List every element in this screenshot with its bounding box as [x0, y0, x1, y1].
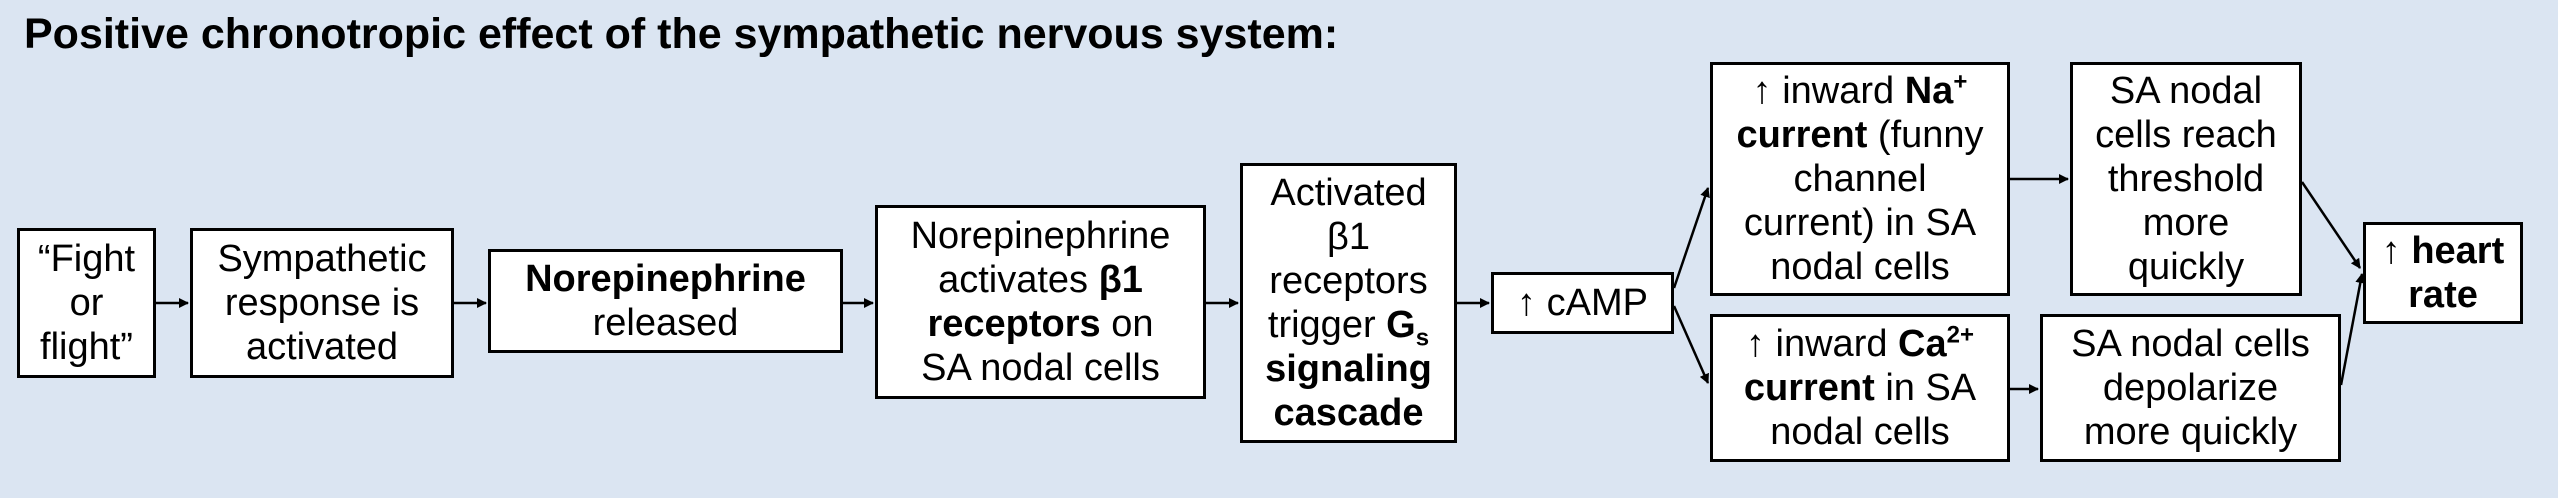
node-camp: ↑ cAMP: [1491, 272, 1674, 334]
arrow-depol-to-hr: [2339, 273, 2366, 386]
node-reach-threshold: SA nodal cells reach threshold more quic…: [2070, 62, 2302, 296]
node-neb1-text: activates: [938, 259, 1099, 301]
node-b1-line4: trigger Gs: [1267, 303, 1429, 350]
diagram-title: Positive chronotropic effect of the symp…: [24, 10, 1339, 58]
node-symp-line2: response is: [224, 282, 420, 324]
node-norepinephrine-released: Norepinephrine released: [488, 249, 843, 353]
node-depolarize-quickly: SA nodal cells depolarize more quickly: [2040, 314, 2341, 462]
node-hr-line2: rate: [2408, 273, 2478, 317]
node-fight-or-flight: “Fight or flight”: [17, 228, 156, 378]
node-inward-ca-current: ↑ inward Ca2+ current in SA nodal cells: [1710, 314, 2010, 462]
node-ne-line1: Norepinephrine: [525, 257, 806, 301]
node-b1-line5: signaling: [1265, 347, 1432, 391]
node-na-funny: (funny: [1867, 114, 1984, 156]
node-ca-line2: current in SA: [1744, 366, 1976, 410]
node-hr-rate: rate: [2408, 274, 2478, 316]
node-ca-in-sa: in SA: [1874, 367, 1977, 409]
node-neb1-beta1: β1: [1098, 259, 1143, 301]
node-hr-heart: heart: [2411, 230, 2505, 272]
node-na-line5: nodal cells: [1770, 246, 1950, 288]
node-symp-line1: Sympathetic: [217, 238, 427, 280]
node-fight-line3: flight”: [40, 326, 133, 368]
node-ne-activates-b1: Norepinephrine activates β1 receptors on…: [875, 205, 1206, 399]
node-heart-rate: ↑ heart rate: [2363, 222, 2523, 324]
node-symp-line3: activated: [245, 326, 399, 368]
node-b1-trigger: trigger: [1267, 304, 1387, 346]
node-neb1-on: on: [1100, 303, 1154, 345]
node-na-line1: ↑ inward Na+: [1753, 69, 1968, 113]
arrow-camp-to-na: [1672, 187, 1710, 289]
node-depol-line2: depolarize: [2102, 367, 2279, 409]
node-b1-line3: receptors: [1269, 260, 1428, 302]
node-b1-g: G: [1386, 304, 1416, 346]
node-sympathetic-response: Sympathetic response is activated: [190, 228, 454, 378]
node-na-line2: current (funny: [1736, 113, 1983, 157]
node-thresh-line1: SA nodal: [2109, 70, 2263, 112]
node-fight-line1: “Fight: [37, 238, 136, 280]
arrow-thresh-to-hr: [2300, 181, 2362, 269]
node-na-current: current: [1736, 114, 1868, 156]
node-ca-text: ↑ inward: [1745, 323, 1899, 365]
node-fight-line2: or: [69, 282, 104, 324]
node-thresh-line2: cells reach: [2095, 114, 2277, 156]
node-neb1-line2: activates β1: [938, 258, 1143, 302]
node-thresh-line5: quickly: [2127, 246, 2245, 288]
node-hr-line1: ↑ heart: [2382, 229, 2504, 273]
node-thresh-line4: more: [2142, 202, 2230, 244]
node-b1-subscript-s: s: [1415, 324, 1430, 352]
node-b1-line1: Activated: [1270, 172, 1427, 214]
node-depol-line3: more quickly: [2083, 411, 2298, 453]
node-thresh-line3: threshold: [2107, 158, 2265, 200]
node-neb1-line1: Norepinephrine: [910, 215, 1171, 257]
node-ca-charge: 2+: [1946, 321, 1974, 349]
node-b1-line6: cascade: [1273, 391, 1423, 435]
node-na-ion: Na: [1904, 70, 1954, 112]
node-depol-line1: SA nodal cells: [2071, 323, 2310, 365]
node-inward-na-current: ↑ inward Na+ current (funny channel curr…: [1710, 62, 2010, 296]
node-ca-line3: nodal cells: [1770, 411, 1950, 453]
node-na-charge: +: [1953, 68, 1968, 96]
node-hr-arrow: ↑: [2381, 230, 2412, 272]
node-camp-label: ↑ cAMP: [1517, 282, 1648, 324]
node-neb1-line4: SA nodal cells: [921, 347, 1160, 389]
node-na-line4: current) in SA: [1743, 202, 1977, 244]
node-ca-line1: ↑ inward Ca2+: [1746, 322, 1974, 366]
node-activated-b1-receptors: Activated β1 receptors trigger Gs signal…: [1240, 163, 1457, 443]
node-ne-line2: released: [592, 302, 739, 344]
node-na-line3: channel: [1793, 158, 1927, 200]
node-b1-line2: β1: [1327, 216, 1370, 258]
node-ne-bold: Norepinephrine: [525, 258, 806, 300]
node-neb1-receptors: receptors: [927, 303, 1101, 345]
node-na-text: ↑ inward: [1752, 70, 1905, 112]
arrow-camp-to-ca: [1672, 305, 1710, 384]
node-b1-cascade: cascade: [1273, 392, 1424, 434]
node-neb1-line3: receptors on: [927, 302, 1153, 346]
node-ca-ion: Ca: [1898, 323, 1947, 365]
node-b1-signaling: signaling: [1265, 348, 1432, 390]
node-ca-current: current: [1743, 367, 1875, 409]
